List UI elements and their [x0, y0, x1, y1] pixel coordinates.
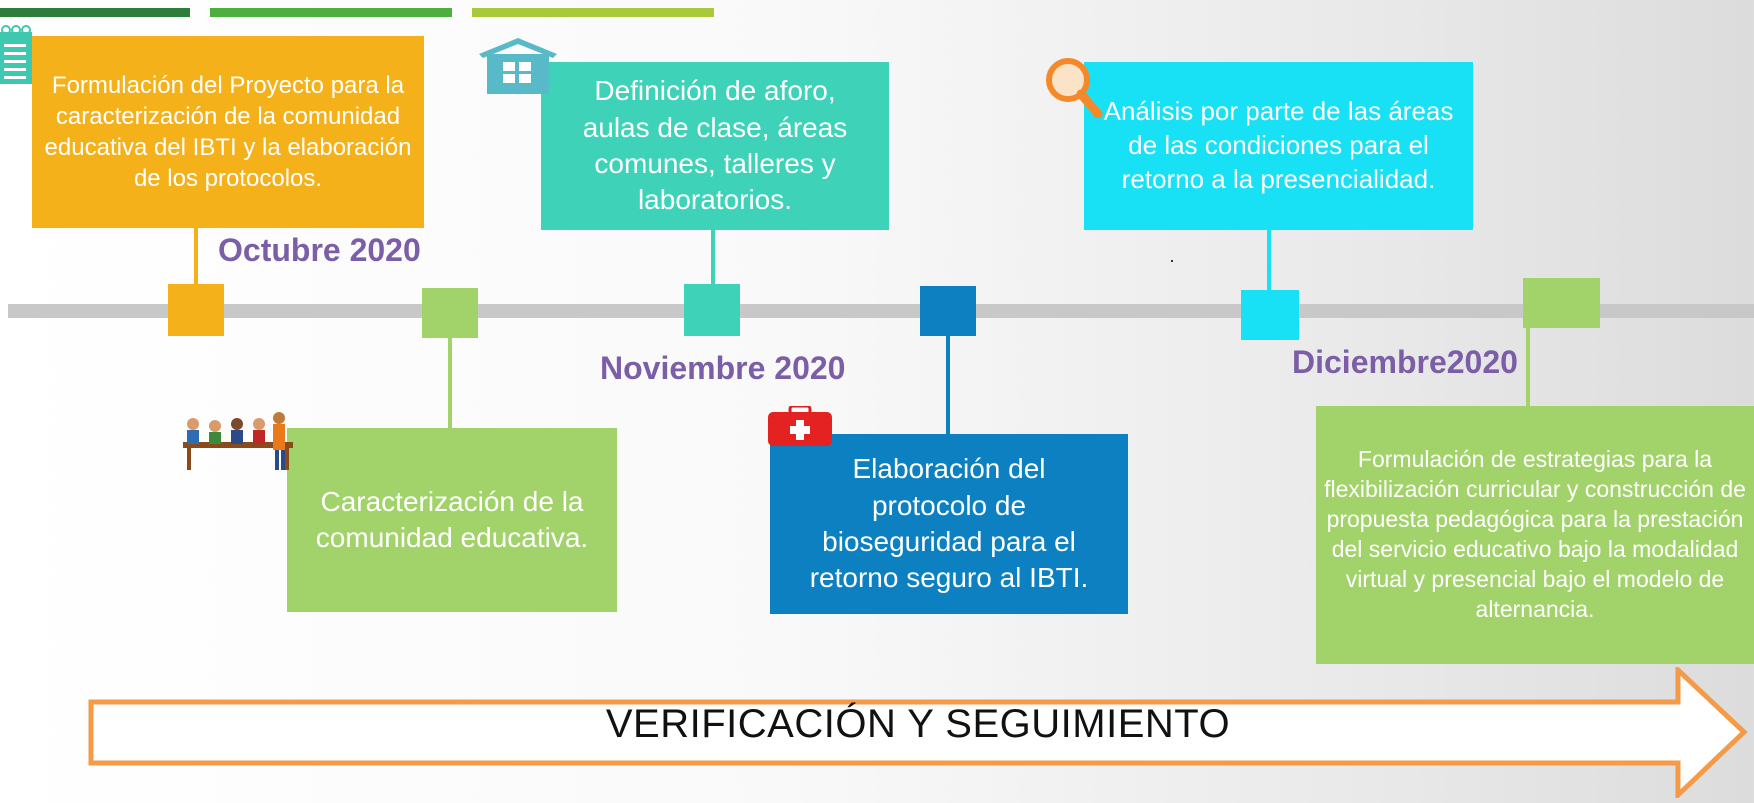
connector-5 [1267, 230, 1271, 292]
date-octubre: Octubre 2020 [218, 232, 421, 268]
stray-dot [1171, 260, 1173, 262]
step-estrategias-flexibilizacion: Formulación de estrategias para la flexi… [1316, 406, 1754, 664]
timeline-marker-4 [920, 286, 976, 336]
timeline-marker-3 [684, 284, 740, 336]
date-diciembre: Diciembre2020 [1292, 344, 1518, 380]
step-analisis-areas-text: Análisis por parte de las áreas de las c… [1103, 96, 1454, 194]
first-aid-kit-icon [768, 404, 832, 446]
top-bar-green [210, 8, 452, 17]
top-bar-lime [472, 8, 714, 17]
connector-4 [946, 336, 950, 434]
step-definicion-aforo: Definición de aforo, aulas de clase, áre… [541, 62, 889, 230]
verification-arrow [88, 664, 1748, 803]
timeline-marker-6 [1523, 278, 1600, 328]
step-caracterizacion-text: Caracterización de la comunidad educativ… [315, 485, 589, 553]
step-caracterizacion: Caracterización de la comunidad educativ… [287, 428, 617, 612]
date-noviembre: Noviembre 2020 [600, 350, 846, 386]
timeline-axis [8, 304, 1754, 318]
connector-2 [448, 336, 452, 428]
connector-3 [711, 228, 715, 286]
verification-arrow-label: VERIFICACIÓN Y SEGUIMIENTO [605, 702, 1231, 746]
step-protocolo-bioseguridad-text: Elaboración del protocolo de biosegurida… [809, 453, 1089, 594]
connector-1 [194, 228, 198, 286]
connector-6 [1526, 328, 1530, 406]
timeline-marker-1 [168, 284, 224, 336]
timeline-marker-5 [1241, 290, 1299, 340]
magnifier-icon [1044, 56, 1104, 119]
notepad-icon [0, 24, 32, 84]
step-protocolo-bioseguridad: Elaboración del protocolo de biosegurida… [770, 434, 1128, 614]
step-estrategias-flexibilizacion-text: Formulación de estrategias para la flexi… [1324, 446, 1746, 622]
meeting-people-icon [179, 404, 307, 474]
house-icon [477, 36, 559, 94]
timeline-marker-2 [422, 288, 478, 338]
top-bar-dark-green [0, 8, 190, 17]
step-definicion-aforo-text: Definición de aforo, aulas de clase, áre… [582, 75, 848, 216]
step-analisis-areas: Análisis por parte de las áreas de las c… [1084, 62, 1473, 230]
step-formulacion-proyecto: Formulación del Proyecto para la caracte… [32, 36, 424, 228]
step-formulacion-proyecto-text: Formulación del Proyecto para la caracte… [44, 71, 412, 193]
